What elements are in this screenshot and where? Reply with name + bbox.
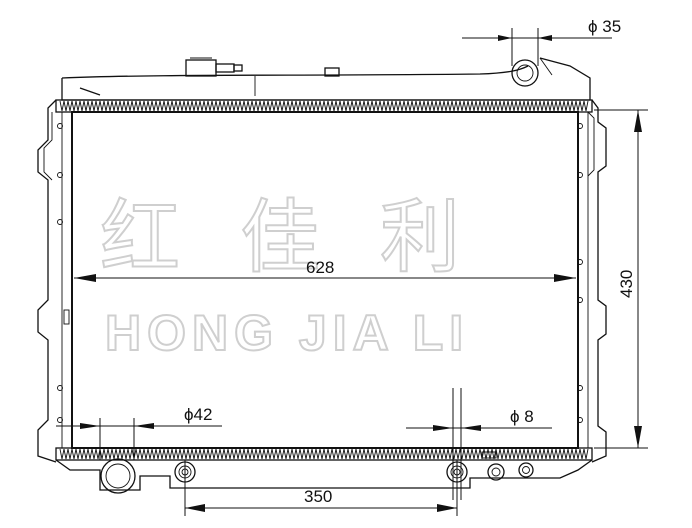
top-tank [61, 57, 591, 101]
bottom-header-plate [55, 447, 593, 461]
dim-outlet-label: ϕ42 [184, 405, 212, 424]
dim-width: 628 [74, 258, 576, 282]
filler-neck [185, 57, 243, 77]
dim-height-label: 430 [617, 270, 636, 298]
dim-drain-label: ϕ 8 [510, 407, 534, 426]
dim-mount-spacing: 350 [184, 460, 458, 516]
watermark-english: HONG JIA LI [105, 305, 469, 361]
right-side-bracket [577, 99, 607, 463]
dim-drain-diameter: ϕ 8 [406, 388, 552, 500]
overflow-tab [324, 67, 340, 77]
dim-inlet-label: ϕ 35 [588, 17, 621, 36]
dim-width-label: 628 [306, 258, 334, 277]
drain-plugs [481, 451, 534, 481]
outlet-pipe [100, 458, 136, 494]
watermark-chinese: 红佳利 [100, 191, 520, 284]
dim-height: 430 [594, 109, 648, 449]
dim-inlet-diameter: ϕ 35 [462, 17, 621, 66]
inlet-pipe [511, 57, 553, 87]
left-side-bracket [37, 99, 70, 463]
dim-mount-spacing-label: 350 [304, 487, 332, 506]
top-header-plate [55, 99, 593, 113]
dim-outlet-diameter: ϕ42 [56, 405, 222, 460]
